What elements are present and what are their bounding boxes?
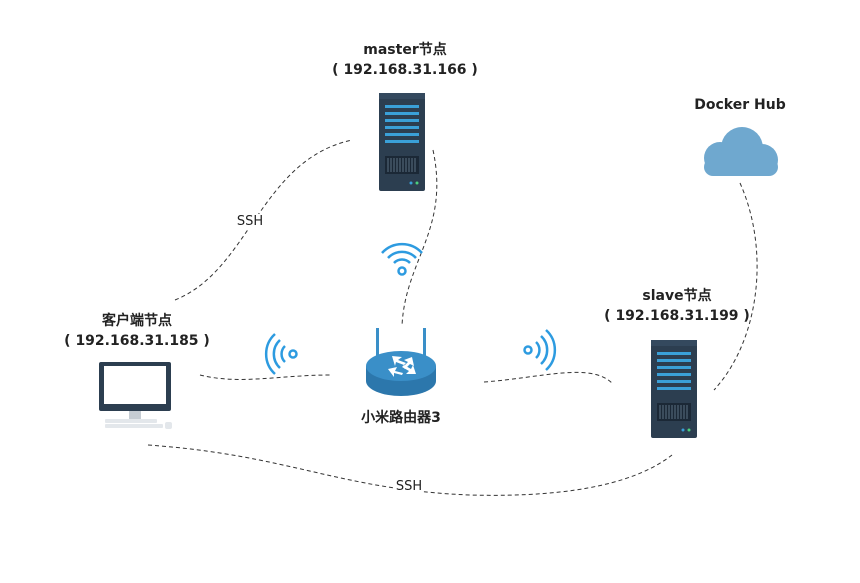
router-label: 小米路由器3 <box>361 410 441 426</box>
link-client-slave <box>147 444 673 496</box>
wifi-icon-top <box>380 242 424 276</box>
router-icon <box>366 328 436 396</box>
master-server-icon <box>378 92 426 192</box>
computer-icon <box>99 362 172 429</box>
slave-name: slave节点 <box>642 288 712 304</box>
slave-ip: ( 192.168.31.199 ) <box>604 308 750 324</box>
ssh-label-top: SSH <box>234 214 266 229</box>
slave-server-icon <box>650 339 698 439</box>
master-name: master节点 <box>363 42 447 58</box>
wifi-icon-left <box>264 332 298 376</box>
dockerhub-label: Docker Hub <box>694 97 786 113</box>
master-node-label: master节点 ( 192.168.31.166 ) <box>332 40 478 80</box>
link-router-slave <box>483 371 613 384</box>
ssh-label-bottom: SSH <box>393 479 425 494</box>
wifi-icon-right <box>523 328 557 372</box>
client-node-label: 客户端节点 ( 192.168.31.185 ) <box>64 311 210 351</box>
master-ip: ( 192.168.31.166 ) <box>332 62 478 78</box>
slave-node-label: slave节点 ( 192.168.31.199 ) <box>604 286 750 326</box>
cloud-icon <box>704 127 778 176</box>
client-ip: ( 192.168.31.185 ) <box>64 333 210 349</box>
link-slave-dockerhub <box>713 182 758 391</box>
link-master-router <box>401 149 438 327</box>
client-name: 客户端节点 <box>102 313 172 329</box>
link-client-router <box>199 374 331 380</box>
